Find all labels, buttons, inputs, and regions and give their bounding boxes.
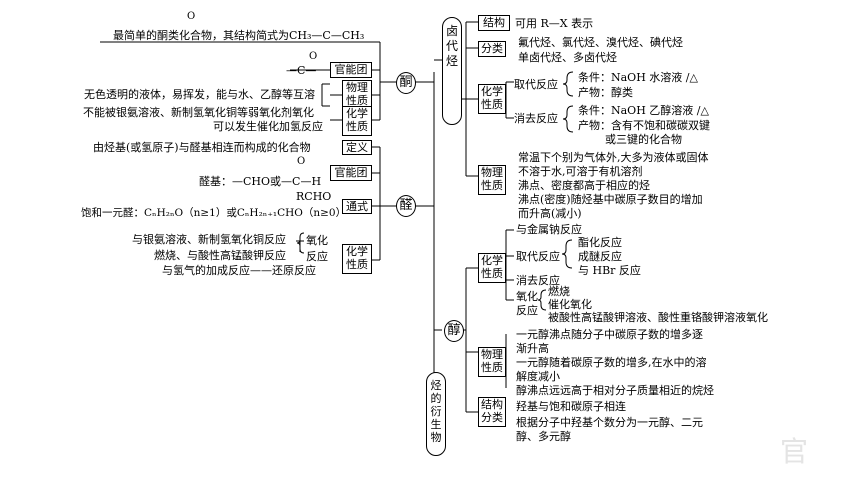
alcohol-node: 醇: [444, 320, 464, 342]
ketone-simplest-text: 最简单的酮类化合物，其结构简式为CH₃—C—CH₃: [113, 29, 365, 42]
ketone-func-formula: —C—: [286, 64, 317, 77]
halide-phys-5: 而升高(减小): [518, 207, 582, 220]
halide-elim-cond: 条件：NaOH 乙醇溶液 /△: [578, 104, 709, 117]
alcohol-na: 与金属钠反应: [516, 223, 582, 236]
halide-sub-prod: 产物：醇类: [578, 86, 633, 99]
halide-sub-label: 取代反应: [514, 78, 558, 91]
halide-struct-label: 结构: [478, 15, 510, 31]
alcohol-ox-1: 燃烧: [548, 285, 570, 298]
halide-sub-cond: 条件：NaOH 水溶液 /△: [578, 71, 698, 84]
alcohol-sub-2: 成醚反应: [578, 250, 622, 263]
ketone-carbonyl-o: O: [187, 11, 196, 22]
alcohol-ox-label: 氧化反应: [516, 290, 538, 317]
ketone-chem-label: 化学性质: [342, 106, 372, 136]
alcohol-elim: 消去反应: [516, 274, 560, 287]
halide-class-1: 氟代烃、氯代烃、溴代烃、碘代烃: [518, 36, 683, 49]
aldehyde-func-label: 官能团: [330, 165, 372, 181]
alcohol-ox-3: 被酸性高锰酸钾溶液、酸性重铬酸钾溶液氧化: [548, 311, 768, 324]
alcohol-ox-2: 催化氧化: [548, 298, 592, 311]
ketone-func-o: O: [309, 51, 318, 62]
halide-phys-3: 沸点、密度都高于相应的烃: [518, 179, 650, 192]
alcohol-phys-4: 解度减小: [516, 370, 560, 383]
ketone-phys-text: 无色透明的液体，易挥发，能与水、乙醇等互溶: [84, 88, 315, 101]
aldehyde-rcho: RCHO: [296, 190, 332, 203]
aldehyde-ox-label: 氧化反应: [306, 234, 328, 263]
ketone-chem-text-2: 可以发生催化加氢反应: [213, 120, 323, 133]
root-node: 烃的衍生物: [426, 372, 446, 456]
alcohol-phys-3: 一元醇随着碳原子数的增多,在水中的溶: [516, 356, 707, 369]
aldehyde-formula-label: 通式: [342, 199, 372, 214]
halide-phys-label: 物理性质: [478, 165, 506, 195]
ketone-node: 酮: [396, 72, 416, 94]
halide-class-label: 分类: [478, 41, 506, 57]
halide-elim-prod-1: 产物：含有不饱和碳碳双键: [578, 119, 710, 132]
halide-elim-label: 消去反应: [514, 112, 558, 125]
aldehyde-def-label: 定义: [342, 140, 372, 155]
alcohol-phys-label: 物理性质: [478, 347, 506, 377]
aldehyde-ox-1: 与银氨溶液、新制氢氧化铜反应: [132, 233, 286, 246]
aldehyde-node: 醛: [396, 195, 416, 217]
aldehyde-chem-label: 化学性质: [342, 244, 372, 274]
alcohol-phys-5: 醇沸点远远高于相对分子质量相近的烷烃: [516, 384, 714, 397]
aldehyde-red: 与氢气的加成反应——还原反应: [162, 264, 316, 277]
aldehyde-ox-2: 燃烧、与酸性高锰酸钾反应: [154, 249, 286, 262]
alcohol-chem-label: 化学性质: [478, 253, 506, 283]
halide-phys-2: 不溶于水,可溶于有机溶剂: [518, 165, 643, 178]
ketone-func-label: 官能团: [330, 62, 372, 78]
halide-struct-text: 可用 R—X 表示: [515, 17, 594, 30]
alcohol-class-label: 结构分类: [478, 397, 506, 427]
alcohol-phys-2: 渐升高: [516, 342, 549, 355]
alcohol-class-3: 醇、多元醇: [516, 430, 571, 443]
aldehyde-def-text: 由烃基(或氢原子)与醛基相连而构成的化合物: [93, 141, 311, 154]
alcohol-sub-label: 取代反应: [516, 250, 560, 263]
ketone-phys-label: 物理性质: [342, 80, 372, 110]
watermark-logo: 官: [780, 435, 809, 468]
halide-phys-4: 沸点(密度)随烃基中碳原子数目的增加: [518, 193, 703, 206]
aldehyde-func-text: 醛基：—CHO或—C—H: [199, 175, 322, 188]
alcohol-sub-3: 与 HBr 反应: [578, 264, 641, 277]
aldehyde-formula-text: 饱和一元醛：CₙH₂ₙO（n≥1）或CₙH₂ₙ₊₁CHO（n≥0）: [81, 207, 347, 219]
halide-node: 卤代烃: [442, 17, 462, 125]
halide-phys-1: 常温下个别为气体外,大多为液体或固体: [518, 151, 709, 164]
alcohol-class-2: 根据分子中羟基个数分为一元醇、二元: [516, 416, 703, 429]
alcohol-class-1: 羟基与饱和碳原子相连: [516, 400, 626, 413]
halide-elim-prod-2: 或三键的化合物: [605, 133, 682, 146]
alcohol-phys-1: 一元醇沸点随分子中碳原子数的增多逐: [516, 328, 703, 341]
alcohol-sub-1: 酯化反应: [578, 236, 622, 249]
halide-chem-label: 化学性质: [478, 84, 506, 114]
ketone-chem-text-1: 不能被银氨溶液、新制氢氧化铜等弱氧化剂氧化: [83, 106, 314, 119]
halide-class-2: 单卤代烃、多卤代烃: [518, 51, 617, 64]
aldehyde-func-o: O: [297, 156, 306, 167]
